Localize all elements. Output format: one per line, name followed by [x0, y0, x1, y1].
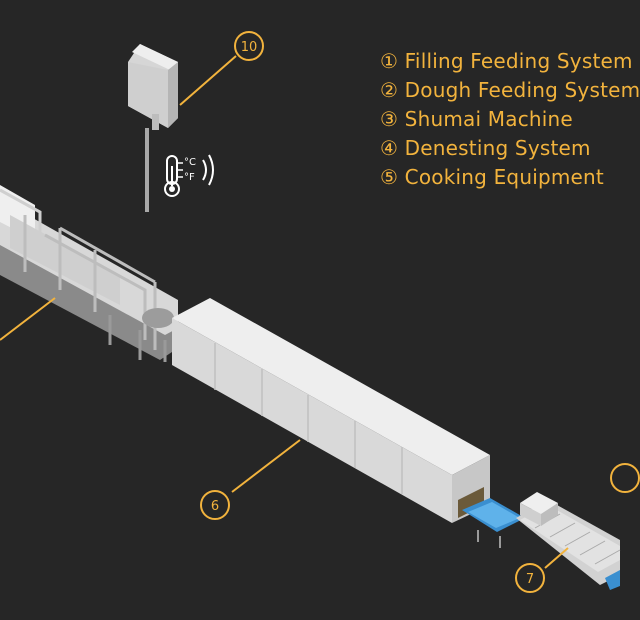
unit-celsius-label: °C: [184, 157, 196, 168]
legend-item-filling-feeding-system: ① Filling Feeding System: [380, 49, 633, 73]
callout-10: 10: [234, 31, 264, 61]
temperature-sensor: [128, 44, 178, 212]
callout-partial-right: [610, 463, 640, 493]
exit-conveyor: [462, 498, 525, 548]
signal-waves-icon: [202, 154, 214, 186]
unit-fahrenheit-label: °F: [184, 172, 195, 183]
right-conveyor: [516, 492, 621, 590]
production-line-diagram: °C °F: [0, 31, 640, 593]
callout-lines: [0, 55, 569, 569]
svg-text:7: 7: [526, 572, 534, 587]
svg-text:10: 10: [241, 40, 258, 55]
svg-text:6: 6: [211, 499, 219, 514]
left-machine: [0, 185, 178, 362]
legend-item-shumai-machine: ③ Shumai Machine: [380, 107, 573, 131]
legend-item-cooking-equipment: ⑤ Cooking Equipment: [380, 165, 604, 189]
legend: ① Filling Feeding System ② Dough Feeding…: [380, 47, 640, 192]
callout-6: 6: [200, 490, 230, 520]
tunnel-equipment: [172, 298, 490, 523]
legend-item-denesting-system: ④ Denesting System: [380, 136, 591, 160]
callout-7: 7: [515, 563, 545, 593]
thermometer-icon: [164, 155, 183, 197]
legend-item-dough-feeding-system: ② Dough Feeding System: [380, 78, 640, 102]
